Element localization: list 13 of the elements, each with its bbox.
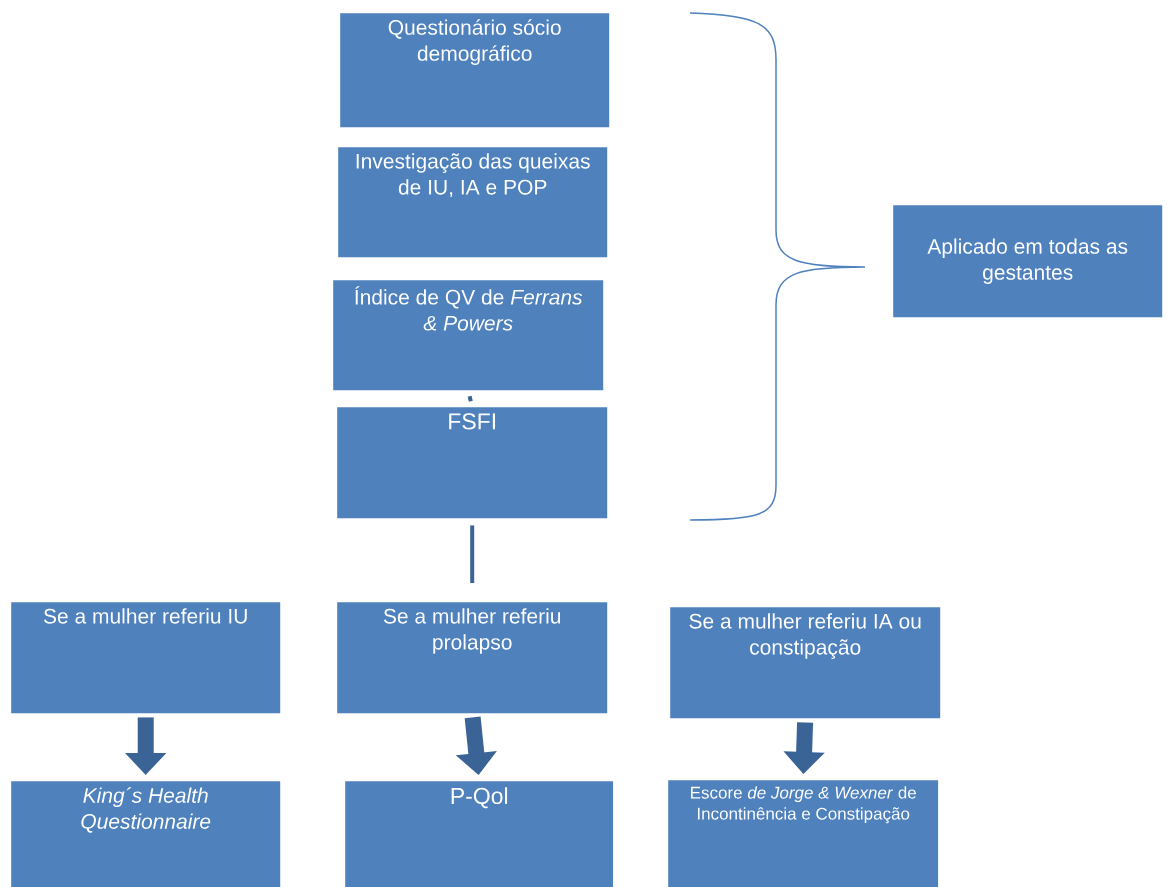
process-box: King´s Health Questionnaire [11, 781, 281, 887]
process-box: Se a mulher referiu prolapso [337, 602, 608, 714]
connector-line [467, 395, 473, 402]
process-box: P-Qol [345, 781, 614, 887]
process-box: Investigação das queixas de IU, IA e POP [338, 147, 608, 258]
process-box: Se a mulher referiu IA ou constipação [670, 607, 941, 719]
connector-line [470, 525, 475, 583]
process-box: Se a mulher referiu IU [11, 602, 281, 714]
process-box: Questionário sócio demográfico [340, 13, 610, 128]
process-box: FSFI [337, 407, 608, 519]
process-box: Aplicado em todas as gestantes [893, 205, 1163, 318]
process-box: Escore de Jorge & Wexner de Incontinência e Constipação [668, 780, 939, 887]
process-box: Índice de QV de Ferrans & Powers [333, 280, 604, 391]
